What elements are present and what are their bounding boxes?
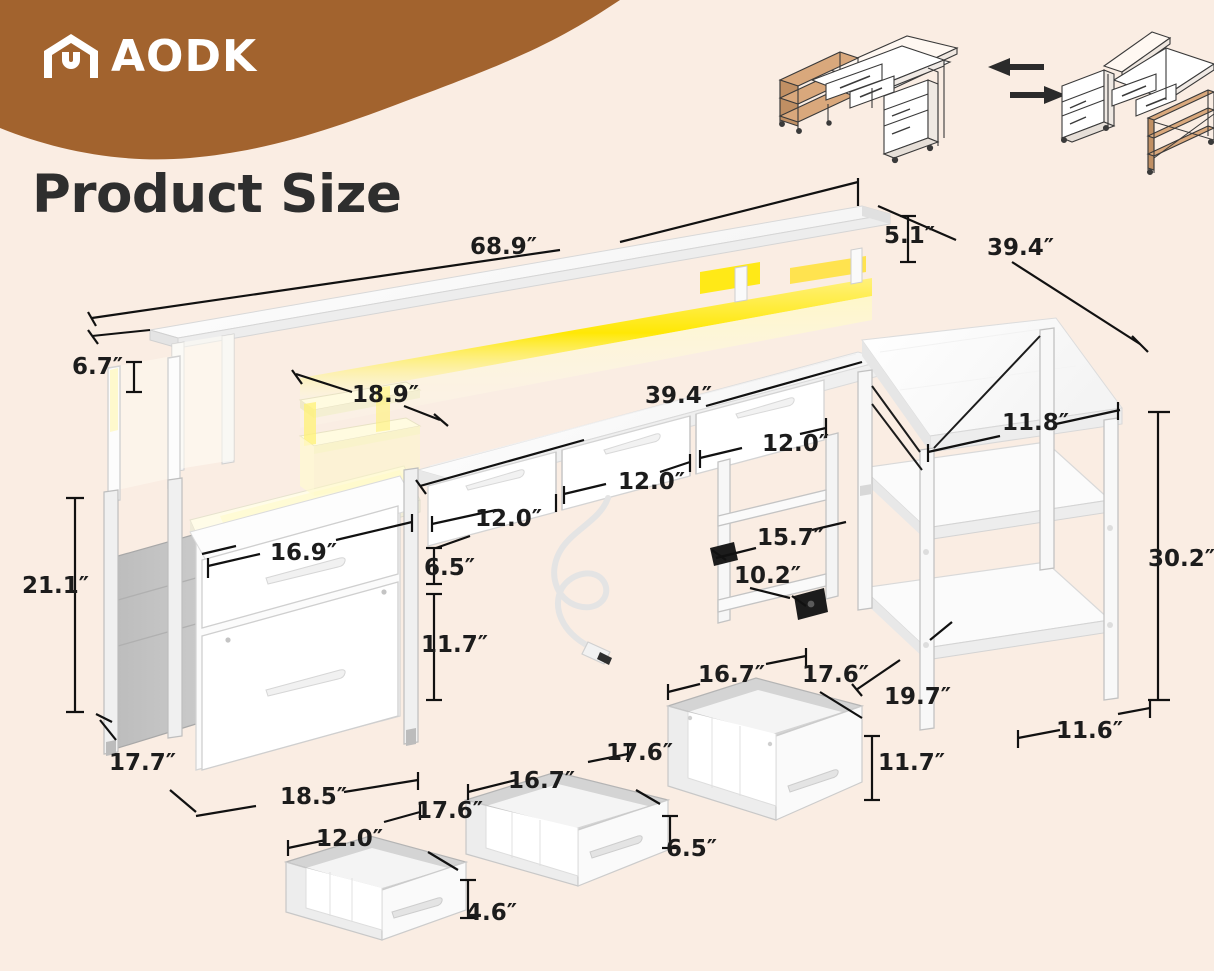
storage-bin-medium (463, 771, 671, 887)
led-strip-glow (300, 256, 872, 428)
dim-bin3-width: 16.7″ (698, 662, 766, 688)
dim-12-0-right: 12.0″ (762, 431, 830, 457)
arrow-left-icon (988, 58, 1044, 76)
house-logo-icon (44, 34, 98, 78)
dim-17-7: 17.7″ (109, 750, 177, 776)
dim-10-2: 10.2″ (734, 563, 802, 589)
dim-bin2-depth: 17.6″ (606, 740, 674, 766)
dim-6-7: 6.7″ (72, 354, 124, 380)
caster-feet (710, 542, 828, 620)
dim-6-5-cabinet: 6.5″ (424, 555, 476, 581)
page-title: Product Size (32, 164, 402, 225)
monitor-riser-shelf (298, 381, 422, 496)
dim-16-9: 16.9″ (270, 540, 338, 566)
dim-21-1: 21.1″ (22, 573, 90, 599)
l-shape-desk-right-isometric-icon (1060, 31, 1214, 176)
dim-bin2-height: 6.5″ (666, 836, 718, 862)
dim-bin3-depth: 17.6″ (802, 662, 870, 688)
l-shape-desk-left-isometric-icon (778, 35, 959, 164)
dim-bin1-depth: 17.6″ (416, 798, 484, 824)
dim-18-9: 18.9″ (352, 382, 420, 408)
brand-logo: AODK (40, 30, 257, 82)
right-return-top (861, 317, 1123, 453)
dim-11-8: 11.8″ (1002, 410, 1070, 436)
dim-39-4-desk: 39.4″ (645, 383, 713, 409)
dimension-leader-lines (66, 178, 1170, 920)
arrow-right-icon (1010, 86, 1066, 104)
dim-68-9: 68.9″ (470, 234, 538, 260)
dim-12-0-left: 12.0″ (475, 506, 543, 532)
dim-5-1: 5.1″ (884, 223, 936, 249)
dim-39-4-right: 39.4″ (987, 235, 1055, 261)
dim-bin3-height: 11.7″ (878, 750, 946, 776)
dim-11-7-cabinet: 11.7″ (421, 632, 489, 658)
right-shelf-unit (857, 327, 1119, 731)
storage-bin-large (665, 677, 865, 821)
dim-12-0-center: 12.0″ (618, 469, 686, 495)
brand-name: AODK (111, 30, 258, 82)
brand-banner-wave (0, 0, 620, 160)
left-hutch-frame (107, 334, 234, 503)
power-cord (551, 495, 611, 651)
dim-15-7: 15.7″ (757, 525, 825, 551)
dim-30-2: 30.2″ (1148, 546, 1214, 572)
dim-19-7: 19.7″ (884, 684, 952, 710)
dim-bin2-width: 16.7″ (508, 768, 576, 794)
power-plug-icon (581, 641, 612, 665)
dim-18-5: 18.5″ (280, 784, 348, 810)
dim-bin1-height: 4.6″ (466, 900, 518, 926)
dim-11-6: 11.6″ (1056, 718, 1124, 744)
dim-bin1-width: 12.0″ (316, 826, 384, 852)
reversible-config-thumbnails (778, 31, 1214, 176)
swap-arrows (988, 58, 1066, 104)
storage-bin-small (283, 835, 469, 941)
left-file-cabinet (103, 467, 419, 771)
